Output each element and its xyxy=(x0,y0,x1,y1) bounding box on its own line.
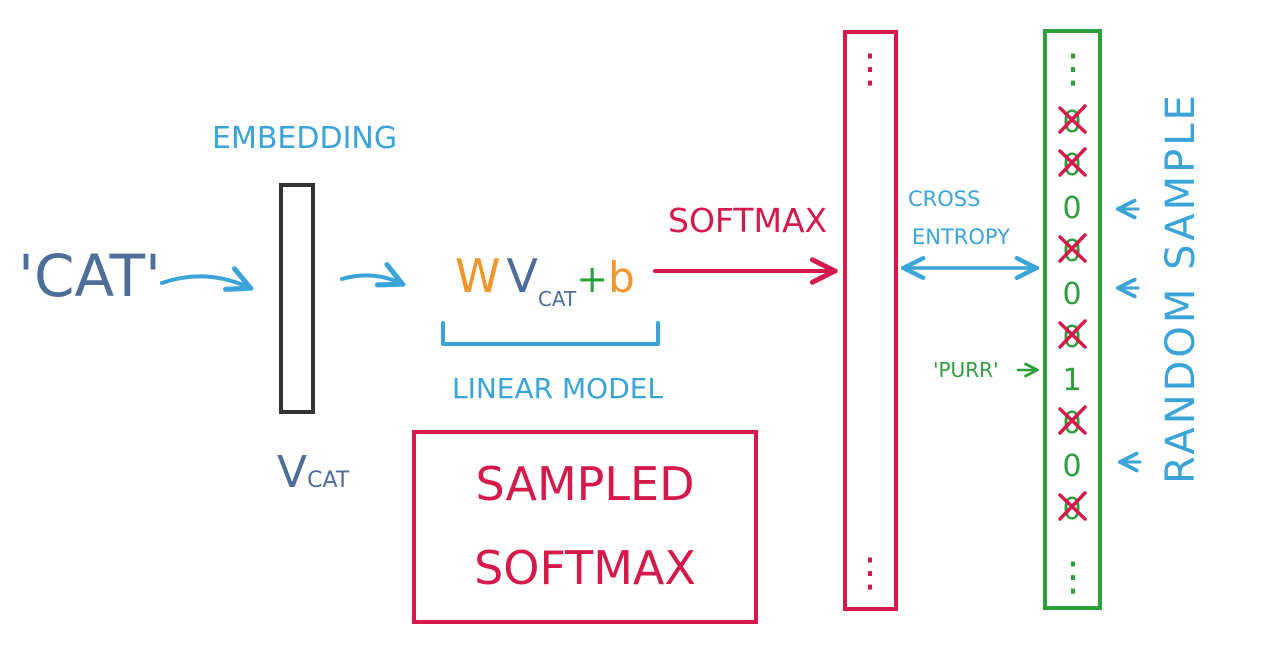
target-entry-5: 0 xyxy=(1062,277,1081,312)
arrow-embedding-to-linear xyxy=(340,275,400,283)
arrow-input-to-embedding xyxy=(160,276,248,287)
linear-model-bracket xyxy=(441,321,660,346)
embedding-vector-label: VCAT xyxy=(277,447,350,498)
title-line1: SAMPLED xyxy=(475,457,694,511)
cross-entropy-label-line1: CROSS xyxy=(908,187,980,211)
cross-mark-6 xyxy=(1058,319,1087,349)
softmax-label: SOFTMAX xyxy=(668,201,827,240)
linear-model-label: LINEAR MODEL xyxy=(452,372,663,405)
target-vector xyxy=(1043,29,1102,610)
input-word: 'CAT' xyxy=(18,242,161,310)
title-line2: SOFTMAX xyxy=(474,541,696,595)
embedding-vector xyxy=(279,183,315,414)
target-bottom-ellipsis: ⋮ xyxy=(1053,554,1093,600)
target-entry-3: 0 xyxy=(1062,191,1081,226)
title-box xyxy=(412,430,758,624)
target-word-label: 'PURR' xyxy=(933,358,999,382)
cross-mark-4 xyxy=(1058,233,1087,263)
target-entry-7: 1 xyxy=(1062,363,1081,398)
cross-mark-8 xyxy=(1058,405,1087,435)
cross-mark-1 xyxy=(1058,104,1087,134)
softmax-top-ellipsis: ⋮ xyxy=(850,46,890,92)
softmax-bottom-ellipsis: ⋮ xyxy=(850,550,890,596)
cross-entropy-label-line2: ENTROPY xyxy=(912,225,1010,249)
cross-mark-10 xyxy=(1058,491,1087,521)
target-top-ellipsis: ⋮ xyxy=(1053,46,1093,92)
embedding-label: EMBEDDING xyxy=(212,121,397,156)
cross-mark-2 xyxy=(1058,147,1087,177)
target-entry-9: 0 xyxy=(1062,449,1081,484)
softmax-output-vector xyxy=(843,30,898,611)
random-sample-label: RANDOM SAMPLE xyxy=(1158,92,1204,484)
